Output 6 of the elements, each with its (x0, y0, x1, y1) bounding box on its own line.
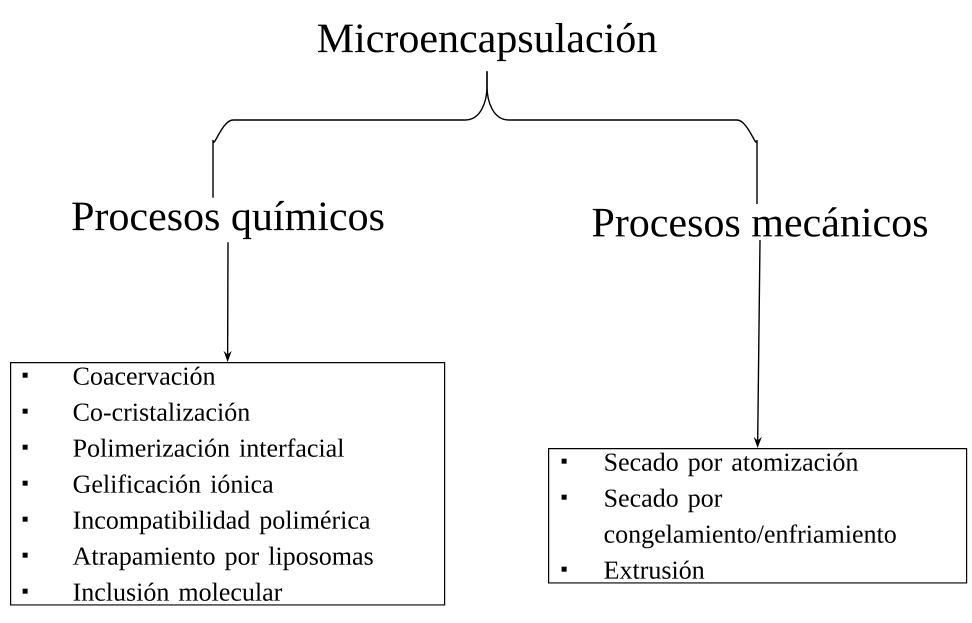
heading-text: Procesos químicos (72, 200, 384, 240)
heading-text: Procesos mecánicos (592, 207, 928, 237)
list-box: Coacervación Co-cristalización Polimerización interfacial Gelificación iónica Incompatibilidad polimérica Atrapamiento por liposomas Inclusión molecular (10, 362, 446, 606)
brace (486, 71, 758, 204)
list-box: Secado por atomización Secado por congelamiento/enfriamiento Extrusión (548, 448, 968, 584)
title-text: Microencapsulación (318, 22, 657, 62)
